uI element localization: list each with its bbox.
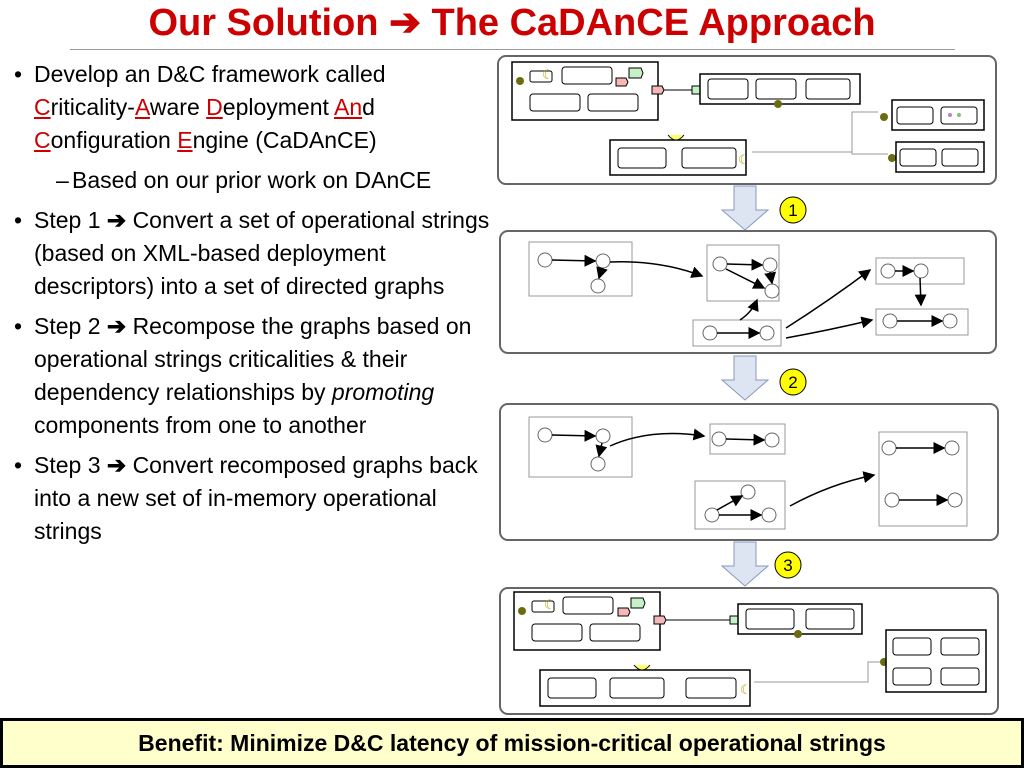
slide-title: Our Solution ➔ The CaDAnCE Approach — [0, 0, 1024, 46]
step-label-2: 2 — [788, 373, 797, 392]
bullet-step-2: Step 2 ➔ Recompose the graphs based on o… — [14, 310, 494, 442]
svg-text:☾: ☾ — [740, 683, 752, 698]
bullet-framework-intro: Develop an D&C framework called — [34, 61, 386, 87]
benefit-banner: Benefit: Minimize D&C latency of mission… — [0, 718, 1024, 768]
step-2-text: Recompose the graphs based on operationa… — [34, 313, 472, 405]
word-configuration: onfiguration — [50, 127, 178, 153]
word-aware: ware — [149, 94, 207, 120]
acronym-letter-a: A — [134, 94, 150, 120]
svg-text:☾: ☾ — [544, 598, 556, 613]
bullet-step-3: Step 3 ➔ Convert recomposed graphs back … — [14, 449, 494, 548]
step-1-text: Convert a set of operational strings (ba… — [34, 207, 490, 299]
step-1-lead: Step 1 — [34, 207, 101, 233]
bullet-framework: Develop an D&C framework called Critical… — [14, 58, 494, 157]
arrow-right-icon: ➔ — [106, 452, 127, 478]
acronym-letters-an: An — [334, 94, 363, 120]
step-3-text: Convert recomposed graphs back into a ne… — [34, 452, 478, 544]
title-divider — [70, 49, 955, 50]
arrow-right-icon: ➔ — [389, 2, 421, 44]
svg-text:☾: ☾ — [738, 153, 750, 168]
panel-directed-graphs — [499, 230, 997, 354]
acronym-letter-d: D — [206, 94, 223, 120]
step-arrow-2: 2 — [720, 355, 807, 401]
step-label-1: 1 — [788, 201, 797, 220]
word-criticality: riticality- — [50, 94, 135, 120]
panel-new-operational-strings: ☾ ☾ — [499, 587, 999, 715]
word-and: d — [362, 94, 375, 120]
panel-recomposed-graphs — [499, 403, 999, 541]
sub-bullet-text: Based on our prior work on DAnCE — [72, 167, 432, 193]
step-2-lead: Step 2 — [34, 313, 101, 339]
panel-operational-strings: ☾ ☾ — [497, 55, 997, 185]
title-right: The CaDAnCE Approach — [431, 2, 876, 44]
arrow-right-icon: ➔ — [106, 207, 127, 233]
word-deployment: eployment — [222, 94, 335, 120]
step-2-emphasis: promoting — [331, 379, 435, 405]
step-label-3: 3 — [783, 556, 792, 575]
acronym-letter-c2: C — [34, 127, 51, 153]
cadance-process-diagram: ☾ ☾ 1 — [497, 55, 999, 715]
step-2-text-end: components from one to another — [34, 412, 367, 438]
title-left: Our Solution — [148, 2, 379, 44]
step-arrow-1: 1 — [720, 185, 807, 231]
sub-bullet-dance: Based on our prior work on DAnCE — [14, 164, 494, 197]
bullet-list: Develop an D&C framework called Critical… — [14, 58, 494, 555]
acronym-letter-c: C — [34, 94, 51, 120]
arrow-right-icon: ➔ — [106, 313, 127, 339]
step-arrow-3: 3 — [720, 541, 802, 587]
acronym-letter-e: E — [177, 127, 193, 153]
word-engine: ngine (CaDAnCE) — [192, 127, 377, 153]
step-3-lead: Step 3 — [34, 452, 101, 478]
svg-text:☾: ☾ — [542, 68, 554, 83]
bullet-step-1: Step 1 ➔ Convert a set of operational st… — [14, 204, 494, 303]
